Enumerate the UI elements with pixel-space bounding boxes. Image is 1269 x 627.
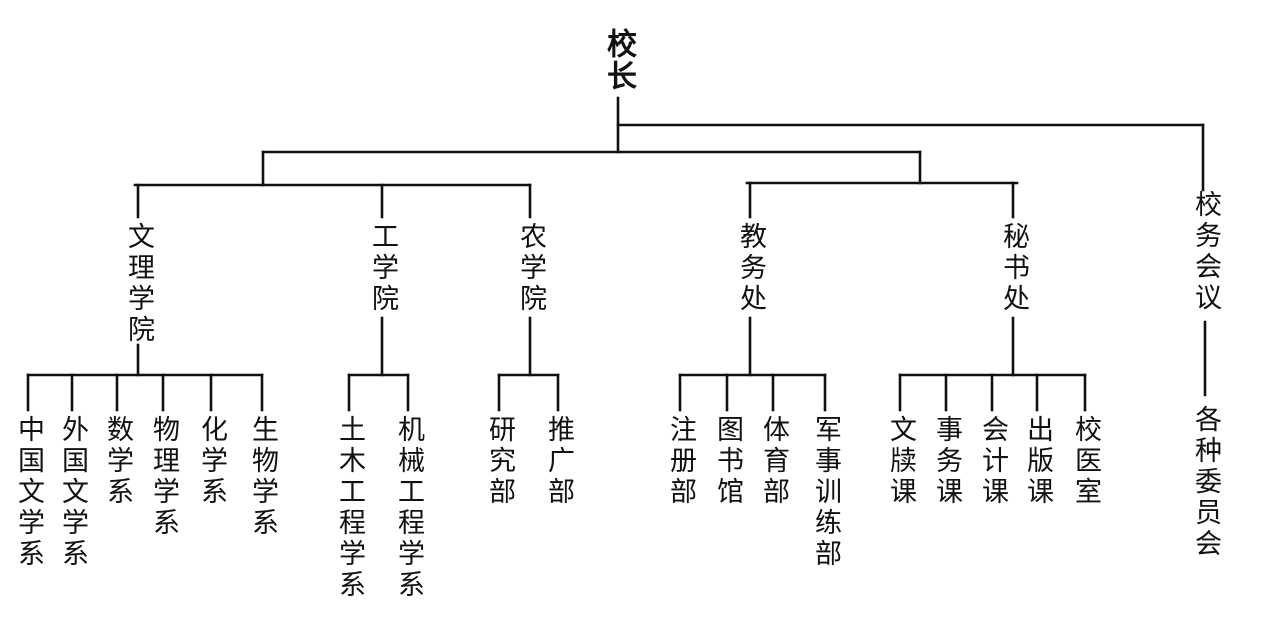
- office-academic-affairs-child-1: 注册部: [665, 415, 696, 508]
- college-agriculture-child-1: 研究部: [484, 415, 515, 508]
- college-liberal-arts-science-child-2: 外国文学系: [57, 415, 88, 570]
- root-node-principal: 校长: [601, 28, 636, 92]
- office-secretariat-child-5: 校医室: [1070, 415, 1101, 508]
- office-academic-affairs-child-4: 军事训练部: [810, 415, 841, 570]
- office-secretariat-child-4: 出版课: [1022, 415, 1053, 508]
- college-engineering: 工学院: [367, 222, 398, 315]
- college-liberal-arts-science-child-1: 中国文学系: [13, 415, 44, 570]
- office-secretariat-child-2: 事务课: [931, 415, 962, 508]
- office-secretariat-child-3: 会计课: [977, 415, 1008, 508]
- college-liberal-arts-science-child-5: 化学系: [196, 415, 227, 508]
- college-agriculture: 农学院: [515, 222, 546, 315]
- college-engineering-child-2: 机械工程学系: [393, 415, 424, 601]
- office-academic-affairs-child-2: 图书馆: [712, 415, 743, 508]
- college-liberal-arts-science-child-4: 物理学系: [148, 415, 179, 539]
- committees-node: 各种委员会: [1190, 405, 1221, 560]
- college-liberal-arts-science-child-6: 生物学系: [247, 415, 278, 539]
- college-liberal-arts-science-child-3: 数学系: [102, 415, 133, 508]
- college-engineering-child-1: 土木工程学系: [334, 415, 365, 601]
- college-liberal-arts-science: 文理学院: [123, 222, 154, 346]
- office-secretariat: 秘书处: [998, 222, 1029, 315]
- office-academic-affairs-child-3: 体育部: [758, 415, 789, 508]
- council: 校务会议: [1190, 190, 1221, 314]
- college-agriculture-child-2: 推广部: [543, 415, 574, 508]
- office-secretariat-child-1: 文牍课: [885, 415, 916, 508]
- office-academic-affairs: 教务处: [735, 222, 766, 315]
